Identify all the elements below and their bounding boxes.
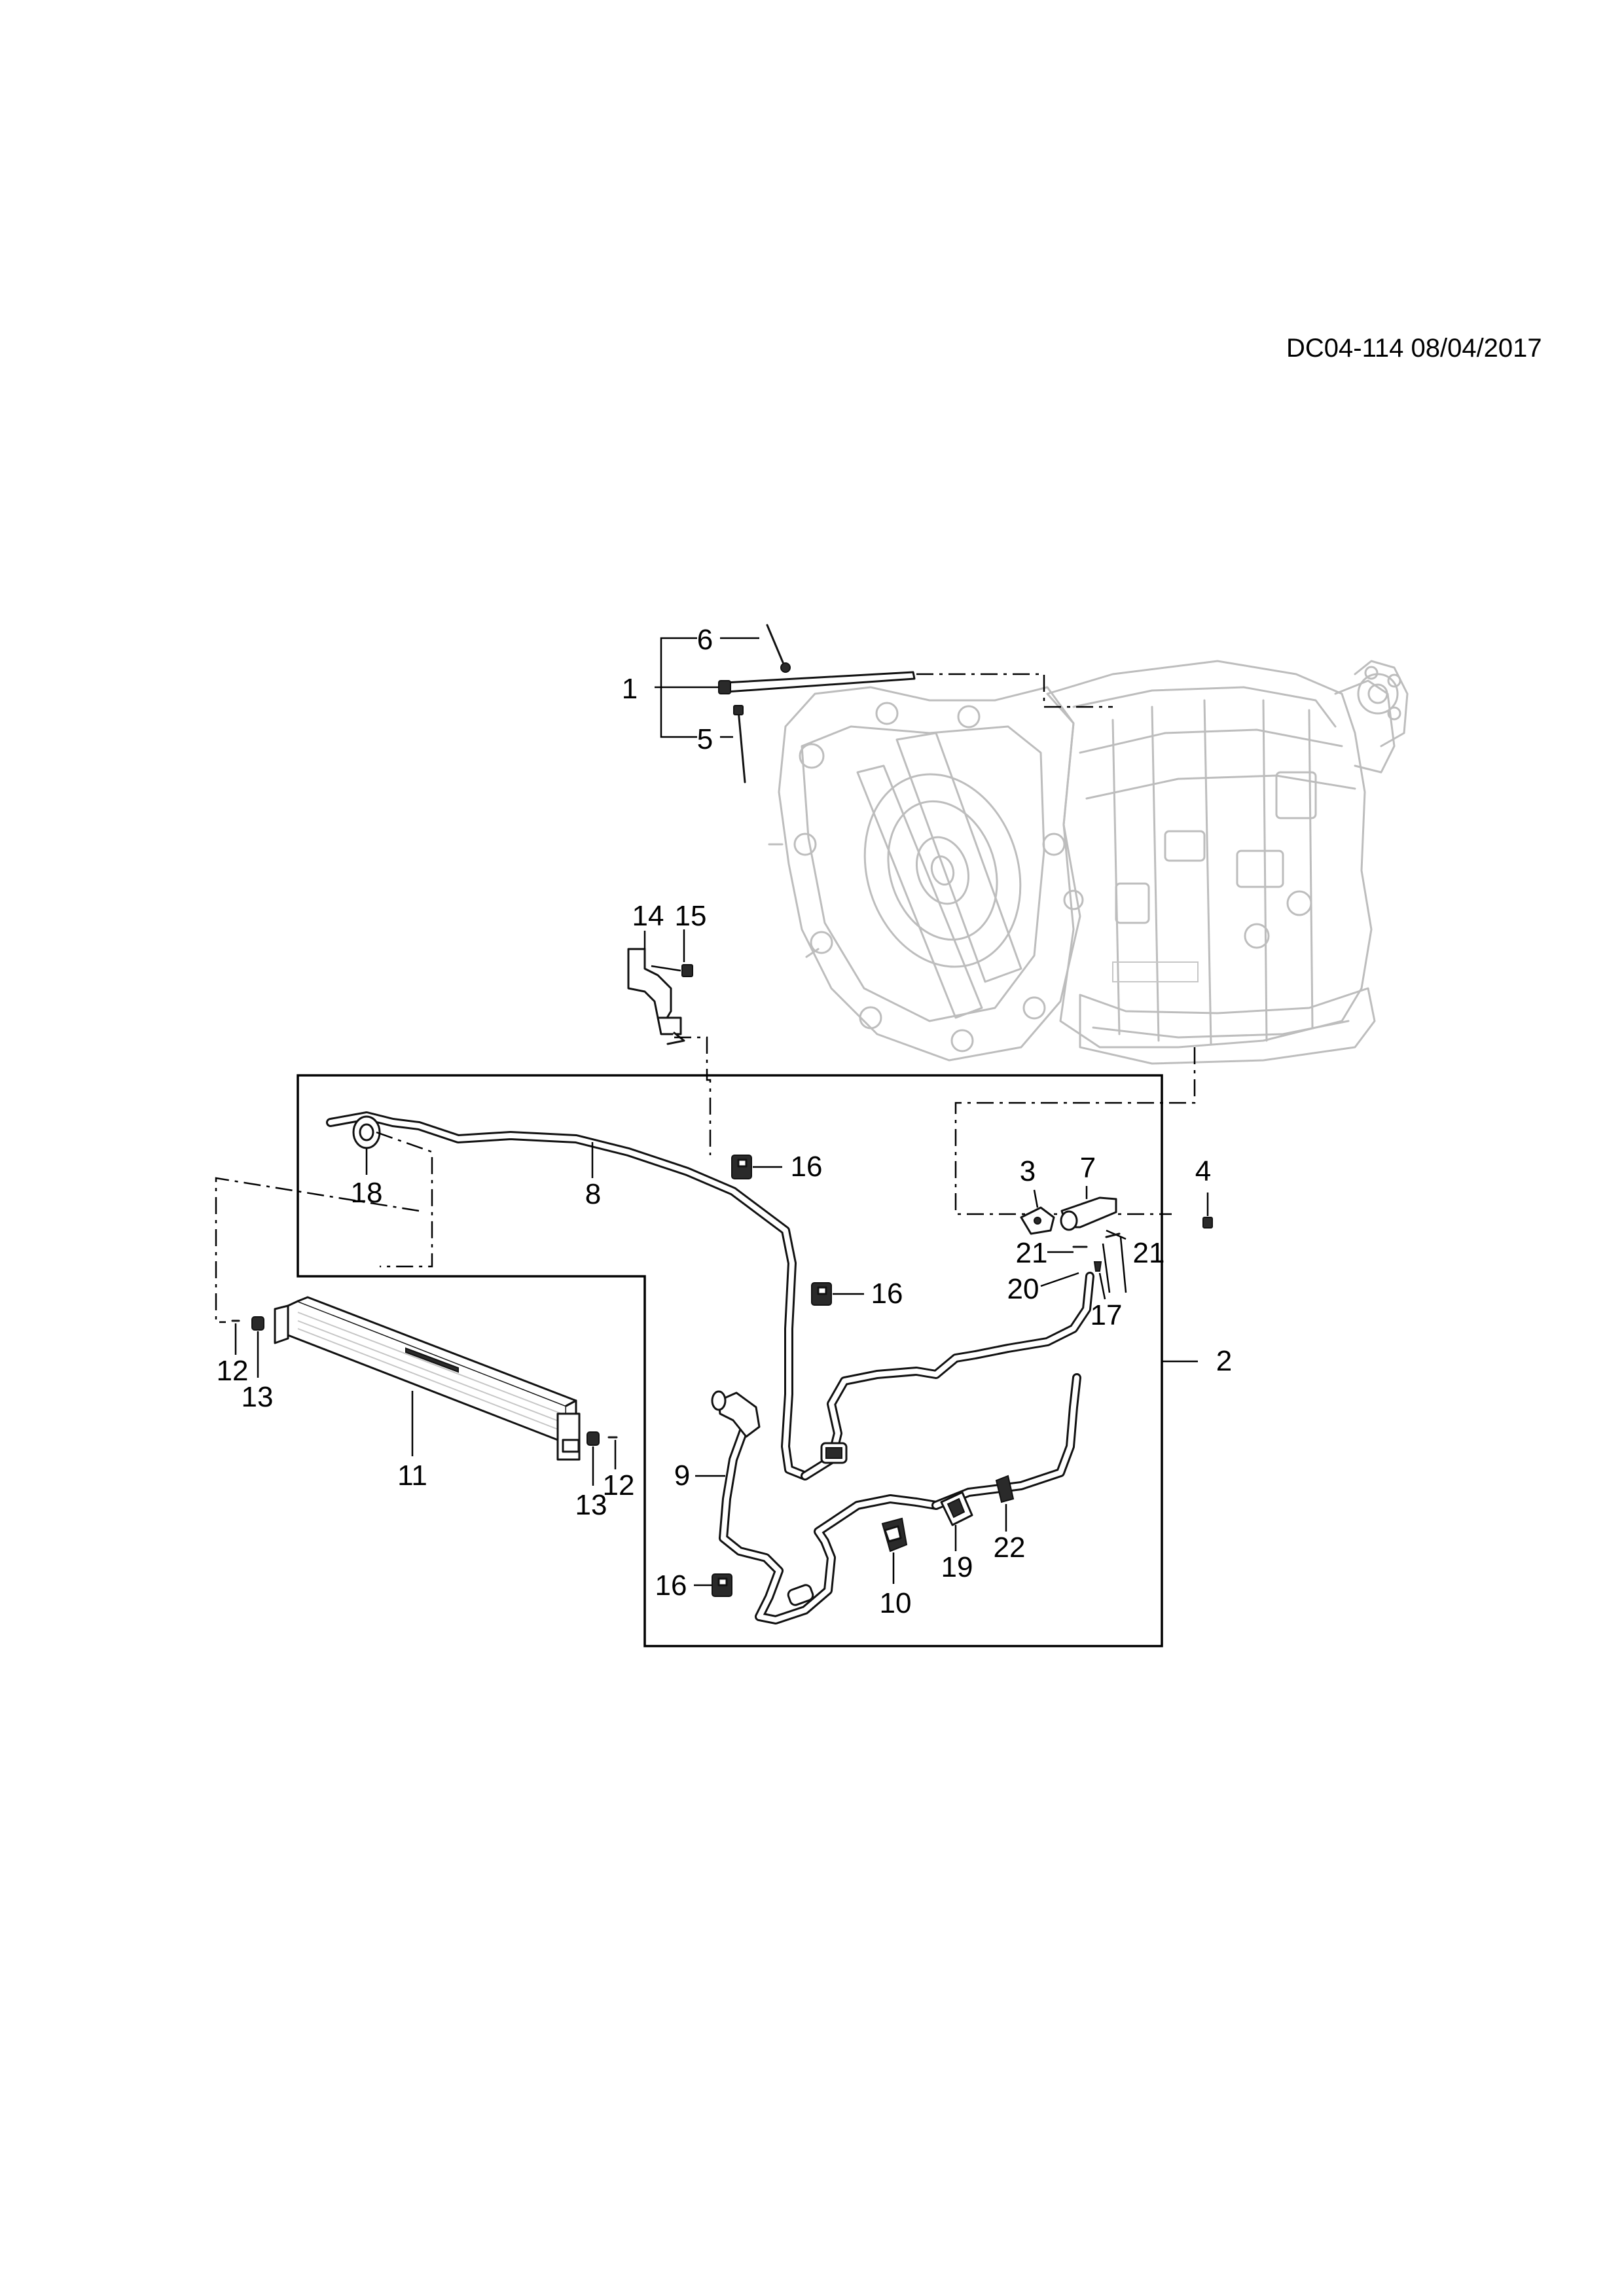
callout-6: 6 — [696, 624, 713, 656]
dipstick-lower — [737, 709, 746, 783]
document-reference: DC04-114 08/04/2017 — [1286, 334, 1542, 363]
callout-12b: 12 — [602, 1469, 635, 1501]
lower-cooler-line — [695, 1390, 941, 1624]
block-bolt — [1202, 1217, 1213, 1229]
callout-10: 10 — [879, 1587, 912, 1619]
callout-21a: 21 — [1015, 1237, 1048, 1269]
bracket-bolt — [681, 964, 693, 977]
mounting-bracket — [627, 948, 672, 1029]
callout-11: 11 — [397, 1460, 427, 1492]
callout-14: 14 — [632, 900, 664, 932]
callout-20: 20 — [1007, 1273, 1039, 1305]
callout-2: 2 — [1216, 1345, 1233, 1377]
callout-18: 18 — [350, 1177, 383, 1209]
callout-16b: 16 — [871, 1278, 903, 1310]
transmission-assembly — [768, 660, 1409, 1065]
callout-9: 9 — [674, 1460, 691, 1492]
callout-7: 7 — [1079, 1152, 1096, 1184]
callout-16c: 16 — [655, 1570, 687, 1602]
callout-8: 8 — [585, 1178, 602, 1210]
assembly-frame — [297, 1074, 1163, 1647]
hose-clip-upper — [731, 1155, 782, 1179]
callout-12a: 12 — [216, 1355, 249, 1387]
callout-1: 1 — [621, 673, 638, 705]
dipstick-upper — [766, 624, 784, 664]
callout-3: 3 — [1019, 1155, 1036, 1187]
hose-clip-middle — [811, 1282, 864, 1306]
callout-21b: 21 — [1132, 1237, 1165, 1269]
oil-cooler-group — [215, 1177, 618, 1486]
callout-22: 22 — [993, 1532, 1026, 1564]
callout-19: 19 — [941, 1551, 973, 1583]
upper-cooler-line — [326, 1111, 810, 1480]
hose-retainer — [995, 1475, 1015, 1532]
callout-13b: 13 — [575, 1489, 607, 1521]
tube-clip — [718, 680, 731, 694]
upper-parts-group — [655, 624, 1113, 783]
callout-17: 17 — [1090, 1299, 1123, 1331]
retainer-clip — [940, 1491, 973, 1551]
dipstick-tube — [724, 671, 916, 693]
callout-15: 15 — [674, 900, 707, 932]
callout-4: 4 — [1195, 1155, 1212, 1187]
main-pipe-run — [801, 1272, 1094, 1510]
pipe-clamp — [881, 1517, 908, 1584]
hose-clip-lower — [694, 1573, 732, 1597]
callout-13a: 13 — [241, 1381, 274, 1413]
bracket-group — [627, 929, 712, 1155]
connector-block-group — [1020, 1186, 1213, 1300]
callout-16a: 16 — [790, 1151, 823, 1183]
callout-5: 5 — [696, 723, 713, 755]
